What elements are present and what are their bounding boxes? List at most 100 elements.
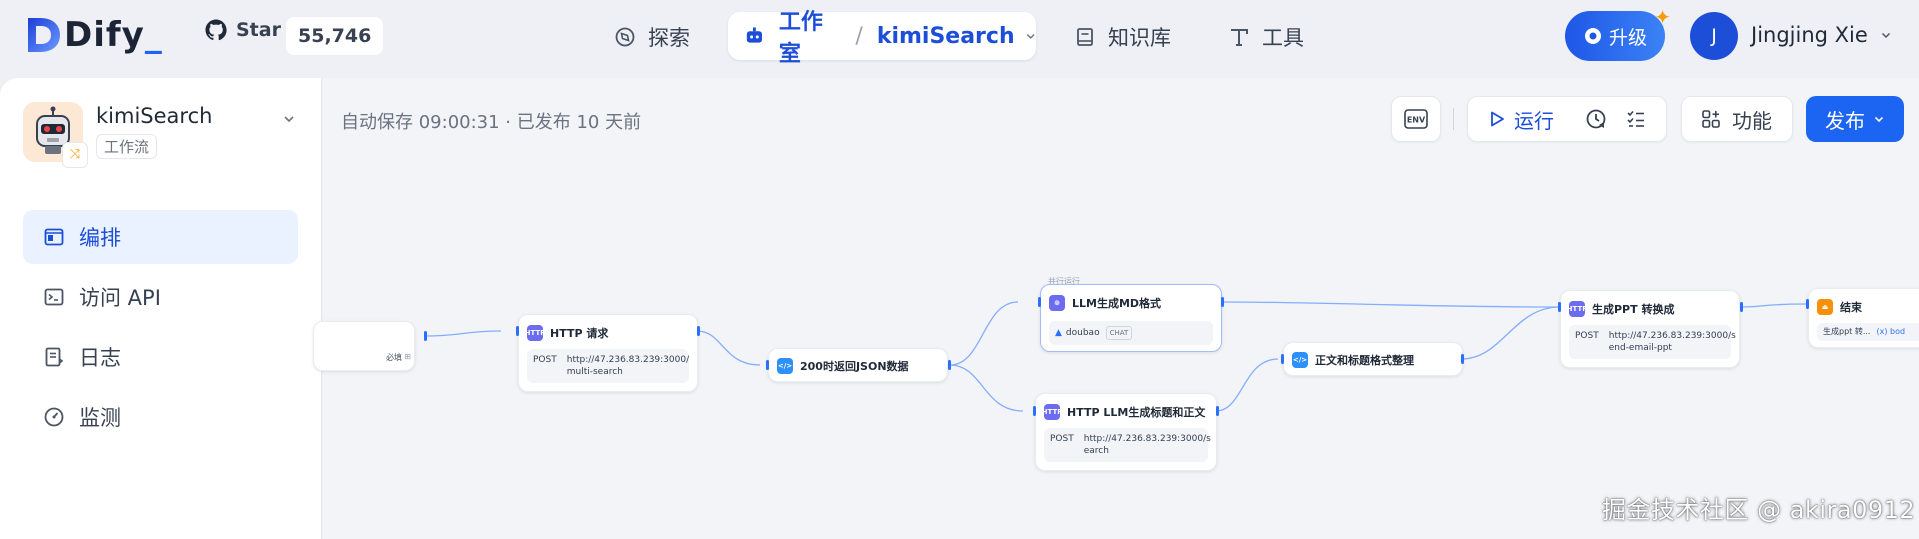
- terminal-icon: [44, 288, 64, 306]
- github-icon: [205, 19, 227, 41]
- avatar[interactable]: J: [1690, 12, 1738, 60]
- publish-button[interactable]: 发布: [1806, 96, 1904, 142]
- source-handle[interactable]: [948, 360, 951, 370]
- book-icon: [1077, 28, 1093, 46]
- run-button[interactable]: 运行: [1468, 105, 1576, 134]
- edge-code1-llm: [949, 301, 1019, 366]
- target-handle[interactable]: [516, 326, 519, 336]
- sparkle-icon: ✦: [1654, 5, 1671, 29]
- target-handle[interactable]: [1558, 302, 1561, 312]
- target-handle[interactable]: [1033, 406, 1036, 416]
- sidebar-item-logs[interactable]: 日志: [23, 330, 298, 384]
- compass-icon: [615, 27, 635, 47]
- edge-start-http1: [424, 330, 502, 337]
- doubao-model-icon: ▲: [1055, 328, 1062, 338]
- gauge-icon: [44, 407, 64, 427]
- source-handle[interactable]: [697, 326, 700, 336]
- node-start[interactable]: 必填 ⊞: [313, 321, 415, 371]
- code-icon: </>: [777, 358, 793, 374]
- http-icon: HTTP: [1042, 404, 1062, 420]
- workflow-canvas[interactable]: 自动保存 09:00:31 · 已发布 10 天前 ENV 运行 功能 发布: [313, 78, 1919, 539]
- source-handle[interactable]: [424, 331, 427, 341]
- nav-studio[interactable]: 工作室 / kimiSearch: [728, 10, 1036, 67]
- env-button[interactable]: ENV: [1391, 96, 1441, 142]
- http-icon: HTTP: [1567, 301, 1587, 317]
- target-handle[interactable]: [766, 360, 769, 370]
- env-icon: ENV: [1404, 109, 1428, 129]
- edge-code2-http3: [1460, 306, 1561, 360]
- edge-http2-code2: [1215, 358, 1279, 412]
- source-handle[interactable]: [1740, 302, 1743, 312]
- features-button[interactable]: 功能: [1681, 96, 1793, 142]
- svg-text:ENV: ENV: [1407, 116, 1426, 125]
- edge-http1-code1: [696, 330, 761, 366]
- dify-logo-icon: [28, 18, 60, 52]
- autosave-status: 自动保存 09:00:31 · 已发布 10 天前: [341, 112, 642, 133]
- sparkle-gear-icon: [1584, 28, 1601, 44]
- field-type-icon: ⊞: [404, 352, 411, 361]
- logo-text: Dify_: [64, 15, 163, 55]
- layout-icon: [44, 228, 64, 246]
- sidebar-item-api[interactable]: 访问 API: [23, 270, 298, 324]
- target-handle[interactable]: [1038, 297, 1041, 307]
- required-label: 必填: [386, 353, 402, 362]
- checklist-icon: [1627, 110, 1644, 127]
- robot-avatar-icon: [36, 106, 70, 154]
- github-star-label: Star: [236, 19, 281, 41]
- edge-http3-end: [1740, 303, 1807, 308]
- end-output-var: 生成ppt 转... (x) bod: [1817, 323, 1919, 341]
- top-header: Dify_ Star 55,746 探索 工作室 / kimiSearch 知识…: [0, 0, 1919, 72]
- history-icon: [1586, 109, 1606, 129]
- llm-icon: ⊚: [1049, 295, 1065, 311]
- chevron-down-icon: [1881, 32, 1890, 39]
- app-type-tag: 工作流: [96, 134, 158, 159]
- nav-knowledge[interactable]: 知识库: [1074, 22, 1171, 52]
- github-star-count: 55,746: [286, 17, 384, 55]
- http-request-summary: POST http://47.236.83.239:3000/multi-sea…: [527, 349, 689, 383]
- source-handle[interactable]: [1461, 354, 1464, 364]
- chevron-down-icon: [1874, 116, 1884, 123]
- toolbar-divider: [1453, 108, 1454, 130]
- robot-icon: [746, 27, 763, 43]
- workflow-badge-icon: ⤨: [62, 142, 88, 168]
- chevron-down-icon[interactable]: [1025, 30, 1036, 42]
- chevron-down-icon[interactable]: [282, 112, 296, 126]
- apps-icon: [1702, 110, 1720, 128]
- nav-explore[interactable]: 探索: [614, 22, 690, 52]
- user-menu[interactable]: Jingjing Xie: [1751, 23, 1892, 47]
- breadcrumb-separator: /: [855, 23, 863, 49]
- source-handle[interactable]: [1216, 406, 1219, 416]
- dify-logo[interactable]: Dify_: [24, 14, 163, 56]
- hammer-icon: [1231, 29, 1248, 46]
- node-code-format[interactable]: </>正文和标题格式整理: [1283, 342, 1463, 376]
- node-llm[interactable]: ⊚LLM生成MD格式 ▲ doubao CHAT: [1040, 284, 1222, 352]
- upgrade-button[interactable]: 升级 ✦: [1565, 5, 1671, 61]
- target-handle[interactable]: [1281, 354, 1284, 364]
- node-code-json[interactable]: </>200时返回JSON数据: [768, 348, 948, 382]
- nav-current-app: kimiSearch: [876, 23, 1015, 49]
- node-end[interactable]: ⏏结束 生成ppt 转... (x) bod: [1808, 288, 1919, 348]
- edge-code1-http2: [949, 364, 1024, 412]
- parallel-run-label: 并行运行: [1048, 277, 1080, 286]
- sidebar-item-orchestrate[interactable]: 编排: [23, 210, 298, 264]
- source-handle[interactable]: [1221, 297, 1224, 307]
- run-toolbar: 运行: [1467, 96, 1667, 142]
- workflow-edges: [424, 301, 1807, 412]
- github-star-button[interactable]: Star: [204, 18, 281, 42]
- sidebar-item-monitor[interactable]: 监测: [23, 390, 298, 444]
- run-history-button[interactable]: [1576, 99, 1616, 139]
- llm-model-info: ▲ doubao CHAT: [1049, 321, 1213, 345]
- nav-tools[interactable]: 工具: [1228, 22, 1304, 52]
- code-icon: </>: [1292, 352, 1308, 368]
- play-icon: [1491, 111, 1504, 127]
- app-name: kimiSearch: [96, 104, 213, 128]
- edge-llm-http3: [1220, 301, 1561, 308]
- checklist-button[interactable]: [1616, 99, 1656, 139]
- target-handle[interactable]: [1806, 299, 1809, 309]
- log-icon: [45, 347, 64, 367]
